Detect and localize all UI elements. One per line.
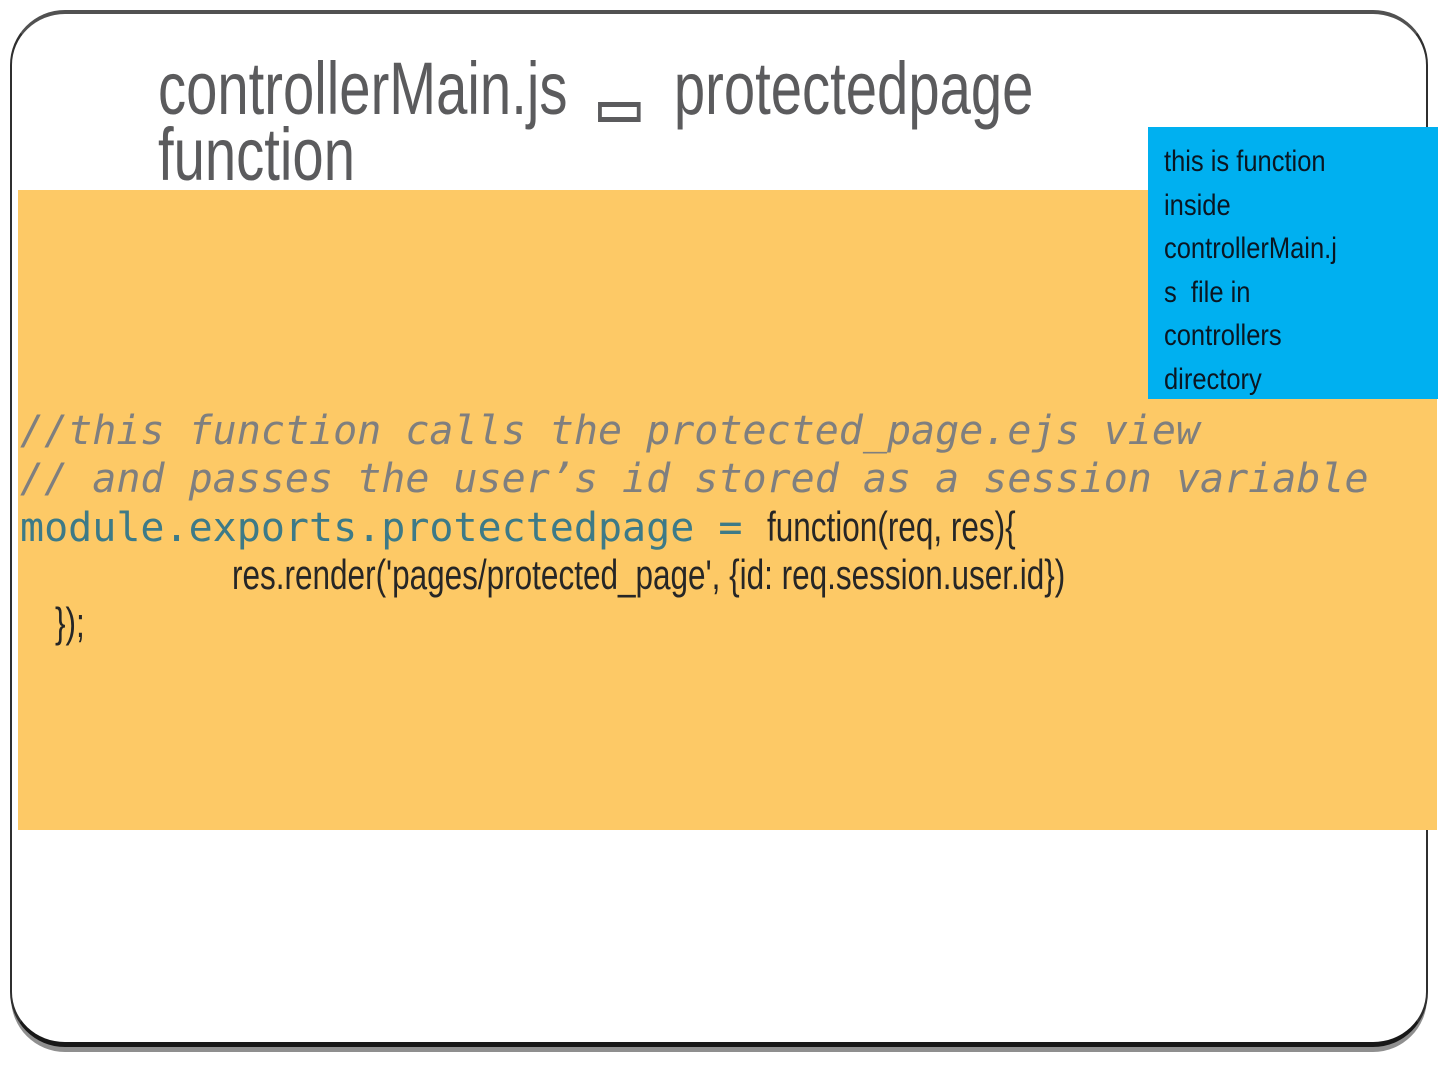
code-segment-plain: function(req, res){ [766,503,1016,550]
code-line: res.render('pages/protected_page', {id: … [20,551,1420,599]
code-segment-comment: //this function calls the protected_page… [20,408,1201,454]
code-segment-keyword: module.exports.protectedpage = [20,505,767,551]
callout-box: this is function inside controllerMain.j… [1148,127,1438,399]
code-line: }); [20,599,1420,647]
code-line: // and passes the user’s id stored as a … [20,455,1420,503]
code-segment-plain: res.render('pages/protected_page', {id: … [232,551,1066,598]
title-filename: controllerMain.js [158,47,568,130]
code-segment-comment: // and passes the user’s id stored as a … [20,456,1369,502]
title-line2: function [158,113,355,196]
box-glyph-icon [597,102,641,122]
code-block: //this function calls the protected_page… [20,407,1420,647]
code-segment-plain: }); [55,599,85,646]
code-line: module.exports.protectedpage = function(… [20,503,1420,551]
code-line: //this function calls the protected_page… [20,407,1420,455]
title-function-name: protectedpage [673,47,1034,130]
callout-text: this is function inside controllerMain.j… [1164,145,1337,396]
